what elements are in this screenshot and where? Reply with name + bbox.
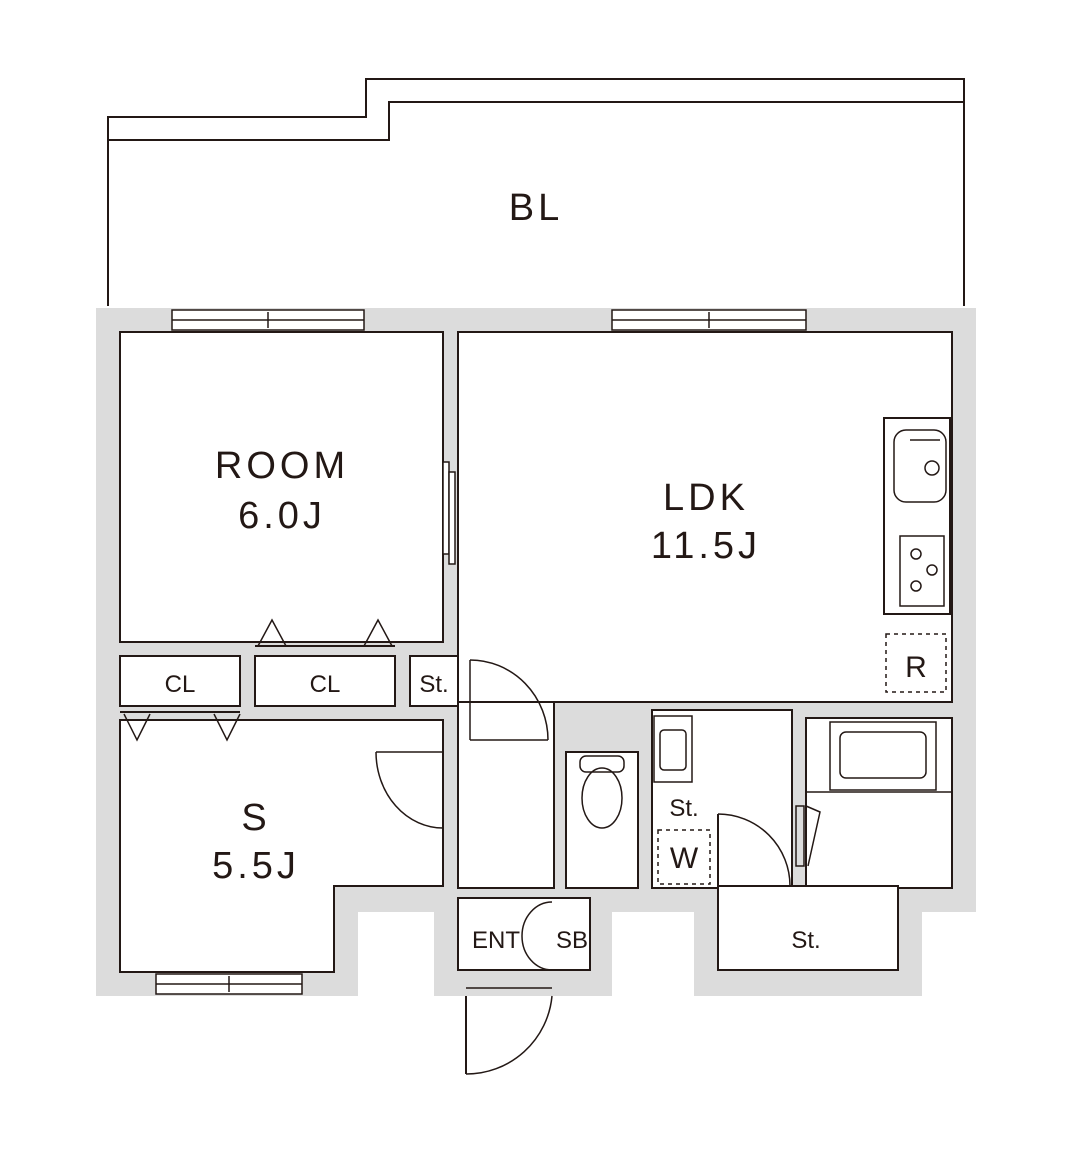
hallway [457,701,555,889]
closet-right-label: CL [310,671,341,698]
windows [155,309,807,995]
toilet-icon [579,755,625,829]
washroom [651,709,793,889]
bathroom [805,717,953,889]
toilet-room [565,751,639,889]
entrance-label: ENT [472,927,520,954]
storage-bottom-label: St. [791,927,820,954]
closet-right [254,655,396,707]
doors [120,461,821,1075]
storage-hall [409,655,459,707]
shoe-box-label: SB [556,927,588,954]
room-size: 6.0J [238,495,326,537]
balcony: BL [107,78,965,306]
burner-icon [926,564,938,576]
room-service [119,719,444,973]
ldk-size: 11.5J [651,525,761,567]
balcony-label: BL [509,187,563,229]
burner-icon [910,548,922,560]
entrance [457,897,591,971]
room-ldk [457,331,953,703]
fridge-label: R [905,651,927,684]
washer-space [657,829,711,885]
fridge-space [885,633,947,693]
burner-icon [910,580,922,592]
service-room-name: S [241,797,270,839]
washbasin-icon [653,715,693,783]
storage-washroom-label: St. [669,795,698,822]
room-name: ROOM [215,445,349,487]
bathtub-icon [806,721,952,793]
closet-left-label: CL [165,671,196,698]
closet-left [119,655,241,707]
washer-label: W [670,842,699,875]
storage-bottom [717,885,899,971]
service-room-size: 5.5J [212,845,300,887]
room-bedroom [119,331,444,643]
storage-hall-label: St. [419,671,448,698]
kitchen-counter [883,417,951,615]
ldk-name: LDK [663,477,749,519]
